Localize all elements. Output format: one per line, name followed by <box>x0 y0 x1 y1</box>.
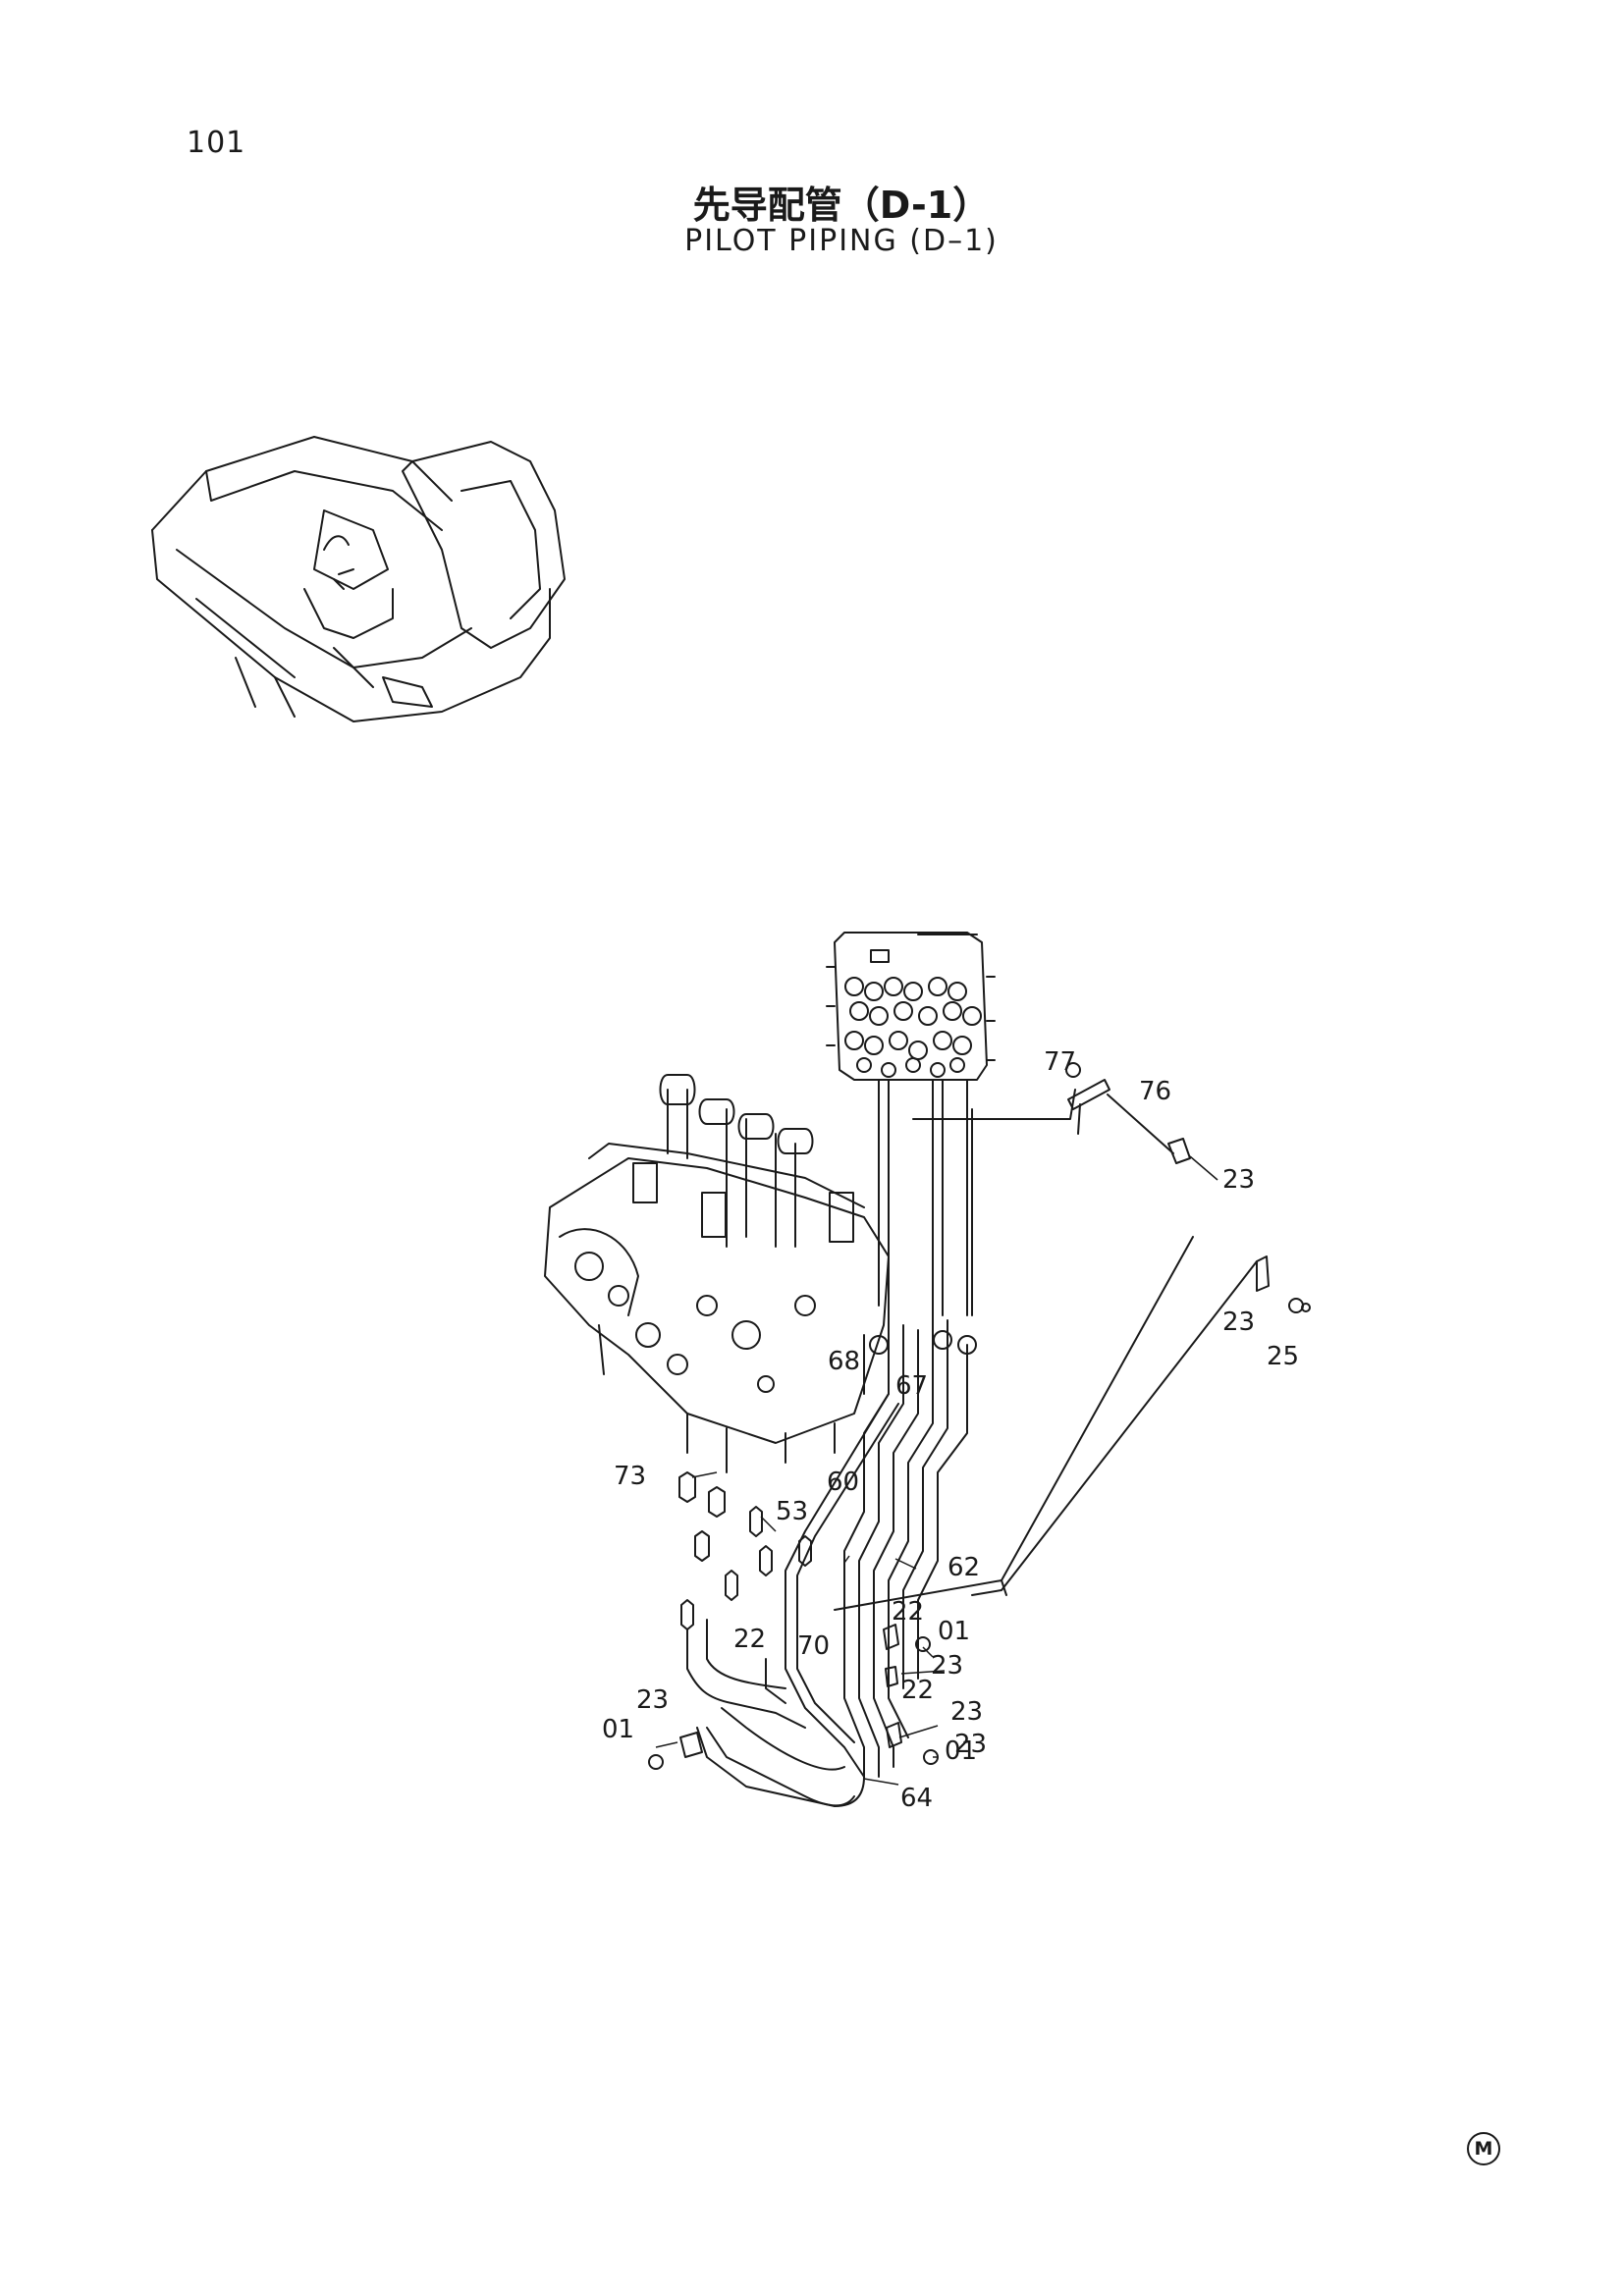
callout-23: 23 <box>954 1730 987 1759</box>
corner-circled-mark: M <box>1467 2132 1500 2165</box>
callout-64: 64 <box>900 1784 933 1813</box>
callout-23: 23 <box>950 1697 983 1727</box>
pilot-pipe-bundle <box>686 1314 968 1807</box>
callout-70: 70 <box>797 1631 830 1661</box>
callout-01: 01 <box>945 1736 977 1766</box>
callout-23: 23 <box>931 1651 963 1681</box>
callout-68: 68 <box>828 1347 860 1376</box>
callout-23: 23 <box>1222 1308 1255 1337</box>
callout-73: 73 <box>614 1462 646 1491</box>
callout-22: 22 <box>892 1597 924 1627</box>
callout-67: 67 <box>895 1371 928 1401</box>
callout-22: 22 <box>901 1676 934 1705</box>
callout-01: 01 <box>938 1617 970 1646</box>
control-valve <box>544 1074 977 1473</box>
callout-25: 25 <box>1267 1342 1299 1371</box>
callout-53: 53 <box>776 1497 808 1526</box>
machine-location-thumbnail <box>151 436 566 722</box>
callout-01: 01 <box>602 1715 634 1744</box>
page-number: 101 <box>187 126 246 160</box>
callout-62: 62 <box>947 1553 980 1582</box>
callout-23: 23 <box>1222 1165 1255 1195</box>
pilot-valve-block <box>826 932 996 1081</box>
callout-77: 77 <box>1044 1047 1076 1077</box>
callout-76: 76 <box>1139 1077 1171 1106</box>
page-title-chinese: 先导配管（D-1） <box>692 184 991 227</box>
callout-23: 23 <box>636 1685 669 1715</box>
callout-60: 60 <box>827 1468 859 1497</box>
callout-22: 22 <box>733 1625 766 1654</box>
page-title-english: PILOT PIPING (D–1) <box>684 224 999 258</box>
